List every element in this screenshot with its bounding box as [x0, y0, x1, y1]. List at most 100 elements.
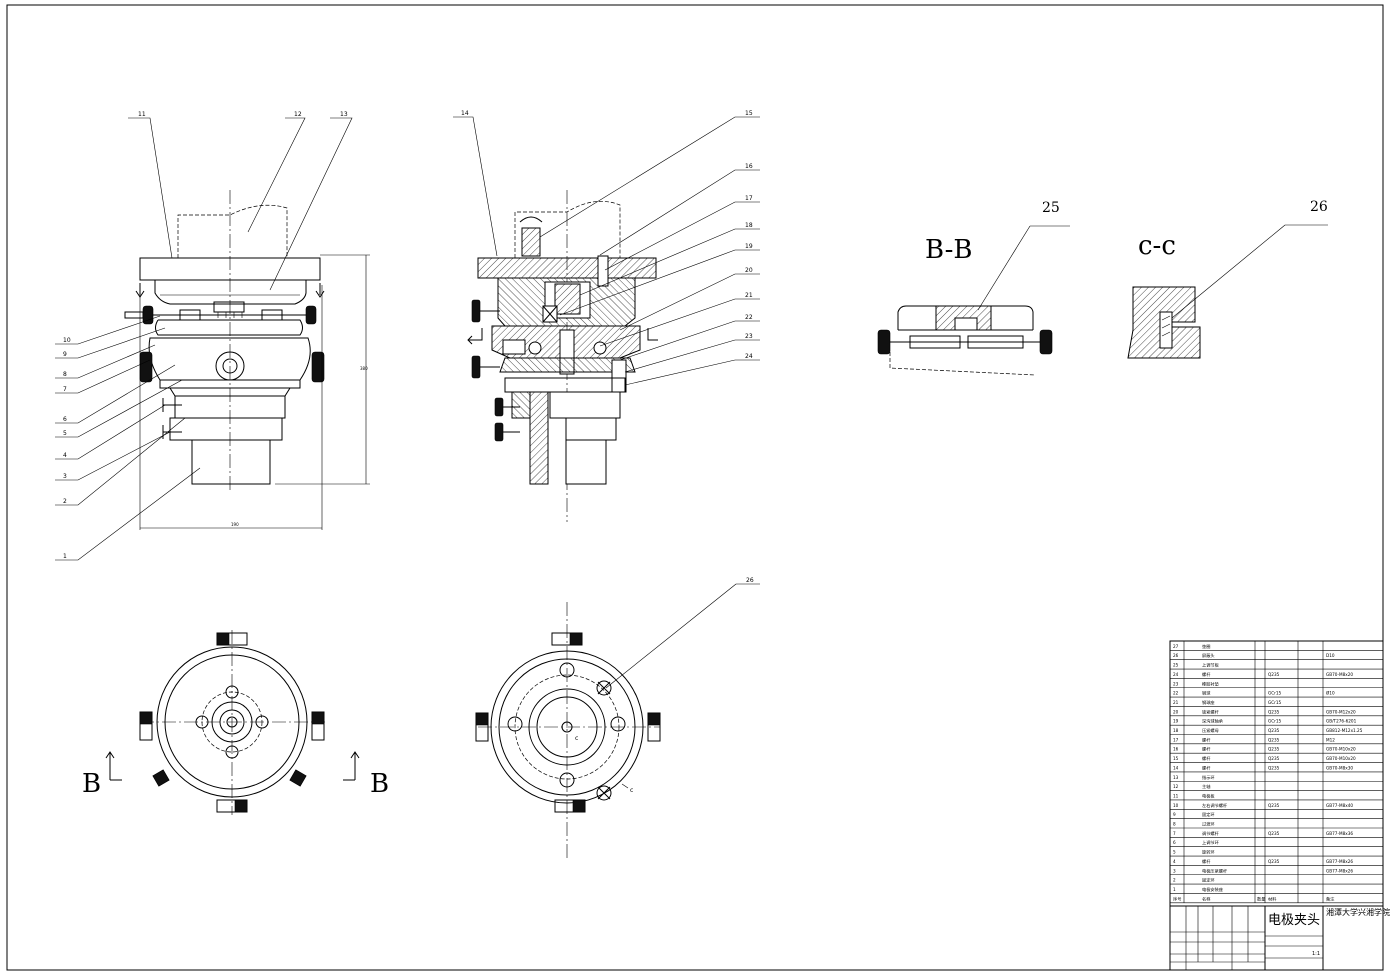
bom-remark: GB70-M10x20 — [1326, 747, 1356, 752]
balloon-1: 1 — [63, 553, 67, 560]
balloon-10: 10 — [63, 337, 71, 344]
bom-no: 26 — [1173, 653, 1179, 658]
bom-no: 16 — [1173, 747, 1179, 752]
bom-name: 锁紧螺杆 — [1202, 708, 1220, 715]
bom-no: 18 — [1173, 728, 1179, 733]
balloon-18: 18 — [745, 222, 753, 229]
bom-name: 电极安装座 — [1202, 886, 1223, 893]
bom-name: 电极板 — [1202, 792, 1215, 799]
balloon-19: 19 — [745, 243, 753, 250]
bom-material: Q235 — [1268, 803, 1280, 808]
bom-no: 10 — [1173, 803, 1179, 808]
bom-name: 屏蔽头 — [1202, 652, 1215, 659]
bom-no: 23 — [1173, 681, 1179, 686]
balloon-16: 16 — [745, 163, 753, 170]
balloon-5: 5 — [63, 430, 67, 437]
bom-no: 8 — [1173, 822, 1176, 827]
balloon-4: 4 — [63, 452, 67, 459]
balloon-11: 11 — [138, 111, 146, 118]
top-view-left: B B — [82, 630, 389, 815]
bom-name: 上调节板 — [1202, 662, 1220, 669]
bom-row: 1 电极安装座 — [1173, 886, 1223, 893]
section-view: 14 15 16 17 18 19 20 21 22 23 24 — [453, 110, 760, 522]
bom-name: 主轴 — [1202, 783, 1210, 790]
bom-no: 20 — [1173, 709, 1179, 714]
bom-name: 螺杆 — [1202, 755, 1211, 762]
bom-no: 5 — [1173, 850, 1176, 855]
bom-remark: GB70-M8x30 — [1326, 765, 1353, 770]
view-mark-b-left: B — [82, 769, 101, 799]
bom-remark: GB70-M10x20 — [1326, 756, 1356, 761]
bom-name: 过渡环 — [1202, 821, 1215, 828]
bom-qty: 数量 — [1257, 895, 1265, 902]
bom-no: 19 — [1173, 719, 1179, 724]
bom-row: 7 调节螺杆 Q235 GB77-M8x36 — [1173, 830, 1353, 837]
bom-name: 螺杆 — [1202, 746, 1211, 753]
front-view: 190 380 11 12 13 10 9 8 7 6 5 4 3 2 1 — [55, 111, 370, 561]
bom-row: 16 螺杆 Q235 GB70-M10x20 — [1173, 746, 1356, 753]
bom-row: 23 橡胶衬垫 — [1173, 680, 1220, 687]
bom-no: 25 — [1173, 663, 1179, 668]
bom-name: 旋转环 — [1202, 849, 1215, 856]
bom-header-row: 序号名称数量材料备注 — [1173, 895, 1335, 902]
bom-remark: GB/T276-6201 — [1326, 719, 1357, 724]
section-cc: c-c 26 — [1127, 199, 1328, 359]
balloon-21: 21 — [745, 292, 753, 299]
bom-name: 调节螺杆 — [1202, 830, 1220, 837]
bom-row: 11 电极板 — [1173, 792, 1215, 799]
bom-no: 1 — [1173, 887, 1176, 892]
drawing-frame — [6, 4, 1384, 971]
bom-no: 7 — [1173, 831, 1176, 836]
bom-name: 垫圈 — [1202, 643, 1210, 650]
bom-material: Q235 — [1268, 831, 1280, 836]
bom-material: Q235 — [1268, 859, 1280, 864]
balloon-22: 22 — [745, 314, 753, 321]
bom-no: 24 — [1173, 672, 1179, 677]
bom-no: 11 — [1173, 793, 1179, 798]
school-name: 湘潭大学兴湘学院 — [1326, 907, 1390, 917]
c-label-2: c — [630, 787, 633, 794]
bom-name: 螺杆 — [1202, 671, 1211, 678]
bom-remark: GB77-M8x36 — [1326, 831, 1353, 836]
balloon-6: 6 — [63, 416, 67, 423]
bom-name: 固定环 — [1202, 877, 1215, 884]
dim-height: 380 — [360, 366, 368, 371]
bom-remark: M12 — [1326, 737, 1335, 742]
scale: 1:1 — [1312, 951, 1320, 957]
balloon-2: 2 — [63, 498, 67, 505]
bom-name: 指示环 — [1202, 774, 1215, 781]
balloon-26-b: 26 — [746, 577, 754, 584]
bom-remark: 备注 — [1326, 895, 1335, 902]
bom-no: 21 — [1173, 700, 1179, 705]
bom-no: 序号 — [1173, 895, 1181, 902]
bom-name: 左右调节螺杆 — [1202, 802, 1228, 809]
bom-remark: GB70-M12x20 — [1326, 709, 1356, 714]
balloon-17: 17 — [745, 195, 753, 202]
bom-name: 固定环 — [1202, 811, 1215, 818]
bom-no: 6 — [1173, 840, 1176, 845]
bom-name: 深沟球轴承 — [1202, 718, 1224, 725]
section-cc-title: c-c — [1138, 231, 1176, 261]
bom-no: 14 — [1173, 765, 1179, 770]
bom-material: GCr15 — [1268, 700, 1282, 705]
bom-material: GCr15 — [1268, 691, 1282, 696]
bom-material: Q235 — [1268, 747, 1280, 752]
bom-name: 橡胶衬垫 — [1202, 680, 1220, 687]
balloon-24: 24 — [745, 353, 753, 360]
top-view-middle: c c 26 — [475, 577, 760, 858]
bom-no: 15 — [1173, 756, 1179, 761]
bom-remark: D10 — [1326, 653, 1335, 658]
